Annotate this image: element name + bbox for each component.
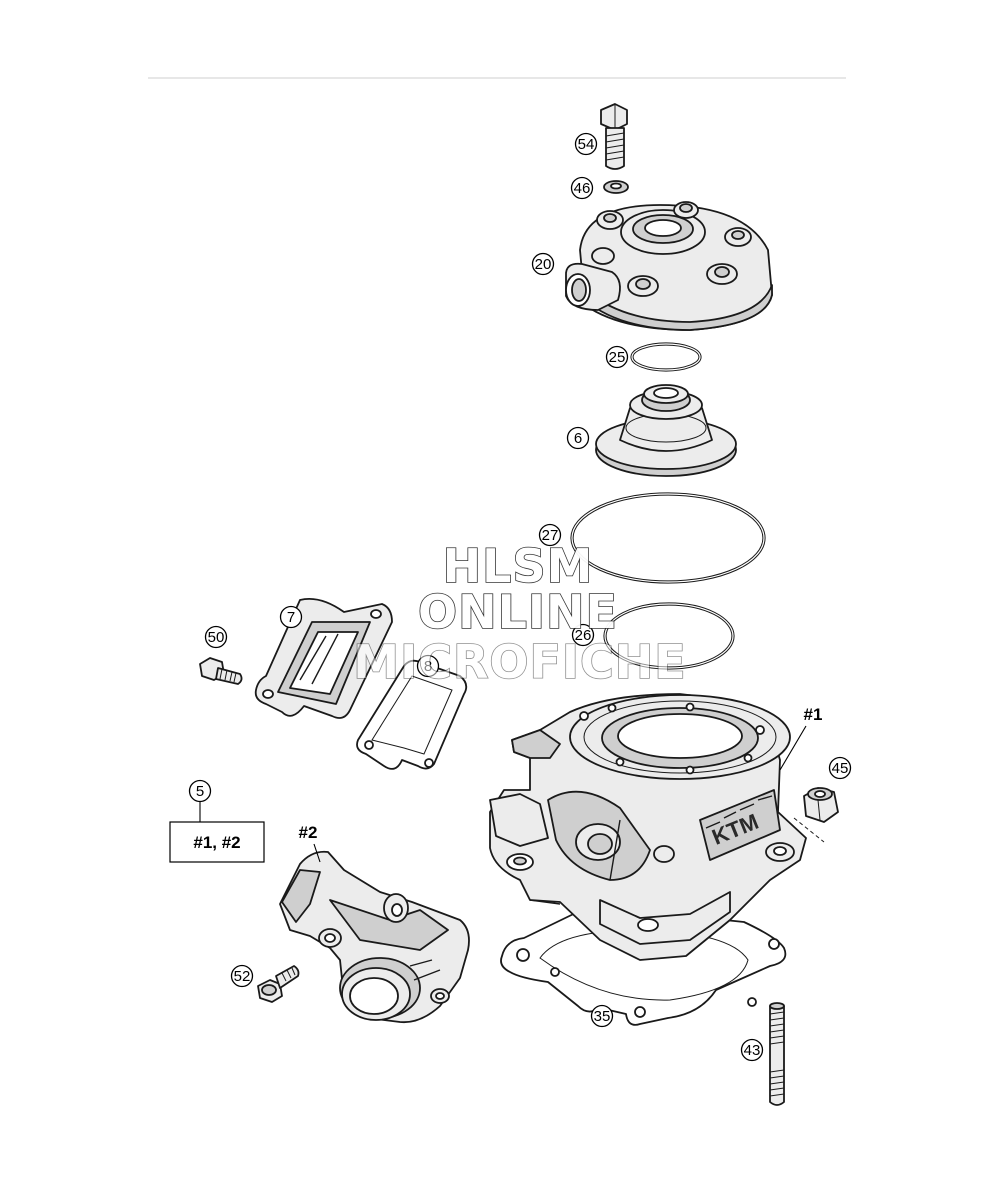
watermark-line-1: HLSM [443,539,594,593]
watermark-line-2: ONLINE [418,585,618,639]
part-26-o-ring[interactable] [603,602,735,670]
callout-43-label: 43 [744,1042,761,1059]
callout-54: 54 [574,132,598,156]
callout-46-label: 46 [574,180,591,197]
part-45-nut[interactable] [803,787,839,823]
part-6-head-insert[interactable] [595,384,737,477]
callout-50-label: 50 [208,629,225,646]
callout-8: 8 [416,654,440,678]
part-43-stud[interactable] [769,1002,785,1106]
callout-50: 50 [204,625,228,649]
callout-27-label: 27 [542,527,559,544]
assembly-2-label: #2 [299,823,321,863]
assembly-2-text: #2 [299,823,318,842]
callout-45: 45 [828,756,852,780]
callout-52: 52 [230,964,254,988]
watermark-line-3: MICROFICHE [353,635,686,689]
part-54-bolt[interactable] [600,103,628,170]
callout-35: 35 [590,1004,614,1028]
callout-54-label: 54 [578,136,595,153]
part-27-o-ring[interactable] [570,492,766,584]
callout-26: 26 [571,623,595,647]
part-52-bolt[interactable] [257,965,300,1003]
callout-43: 43 [740,1038,764,1062]
part-35-base-gasket [500,905,787,1026]
part-46-washer[interactable] [603,180,629,194]
callout-5: 5 [188,779,212,822]
assembly-1-text: #1 [804,705,823,724]
callout-5-label: 5 [196,783,204,800]
assembly-1-label: #1 [779,705,823,771]
callout-7: 7 [279,605,303,629]
callout-20: 20 [531,252,555,276]
part-1-cylinder[interactable]: KTM [489,693,807,1026]
callout-25: 25 [605,345,629,369]
part-7-exhaust-cover[interactable] [254,597,393,719]
part-50-bolt[interactable] [199,657,243,685]
callout-26-label: 26 [575,627,592,644]
callout-45-label: 45 [832,760,849,777]
callout-46: 46 [570,176,594,200]
callout-8-label: 8 [424,658,432,675]
callout-7-label: 7 [287,609,295,626]
kit-5-box[interactable]: #1, #2 [169,821,265,863]
part-20-cylinder-head[interactable] [565,201,773,331]
callout-35-label: 35 [594,1008,611,1025]
part-25-o-ring[interactable] [630,342,702,372]
kit-5-label: #1, #2 [193,833,240,852]
callout-20-label: 20 [535,256,552,273]
callout-25-label: 25 [609,349,626,366]
callout-6-label: 6 [574,430,582,447]
callout-52-label: 52 [234,968,251,985]
watermark: HLSM ONLINE MICROFICHE [352,538,686,690]
callout-6: 6 [566,426,590,450]
part-2-intake-flange[interactable] [279,850,470,1024]
callout-27: 27 [538,523,562,547]
